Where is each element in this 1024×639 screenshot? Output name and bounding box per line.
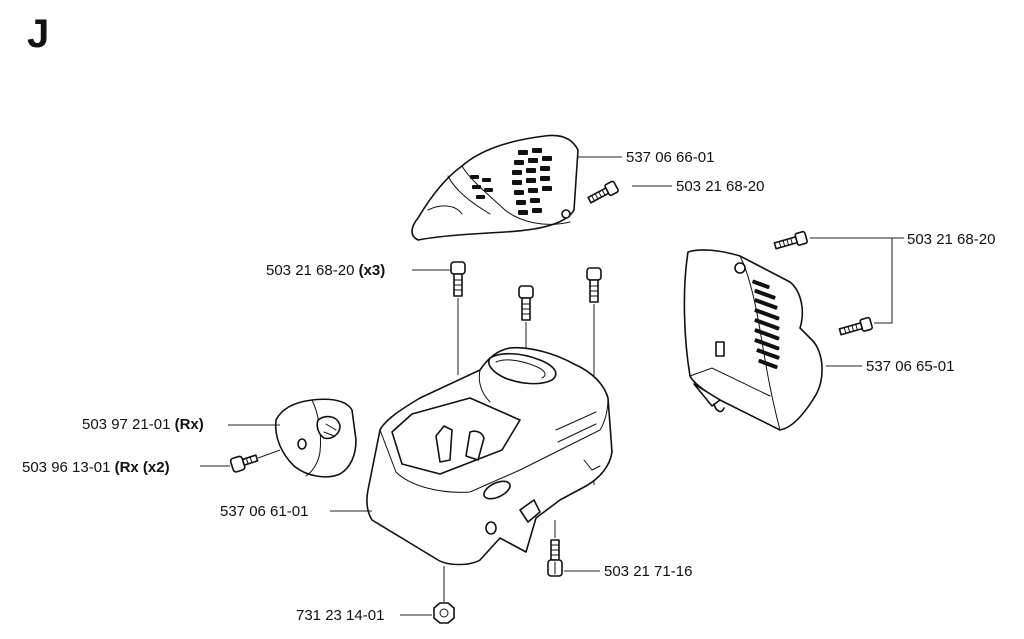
air-cup-part (274, 398, 357, 478)
label-right-cover: 537 06 65-01 (866, 358, 954, 375)
right-cover-part (683, 249, 823, 431)
housing-screw-3 (586, 267, 602, 303)
label-air-cup: 503 97 21-01 (Rx) (82, 416, 204, 433)
top-cover-part (411, 134, 579, 241)
label-top-screw: 503 21 68-20 (676, 178, 764, 195)
label-bottom-screw: 503 21 71-16 (604, 563, 692, 580)
label-housing-screws: 503 21 68-20 (x3) (266, 262, 385, 279)
nut-part (433, 602, 455, 624)
label-air-cup-screw: 503 96 13-01 (Rx (x2) (22, 459, 170, 476)
top-cover-screw (587, 180, 619, 204)
label-nut: 731 23 14-01 (296, 607, 384, 624)
bottom-screw (547, 539, 563, 577)
air-cup-screw (229, 454, 259, 473)
section-letter: J (27, 12, 49, 56)
label-top-cover: 537 06 66-01 (626, 149, 714, 166)
right-cover-screw-lower (838, 316, 873, 336)
housing-screw-1 (450, 261, 466, 297)
label-main-housing: 537 06 61-01 (220, 503, 308, 520)
housing-screw-2 (518, 285, 534, 321)
right-cover-screw-upper (773, 230, 808, 250)
label-right-screws: 503 21 68-20 (907, 231, 995, 248)
main-housing-part (366, 346, 613, 566)
